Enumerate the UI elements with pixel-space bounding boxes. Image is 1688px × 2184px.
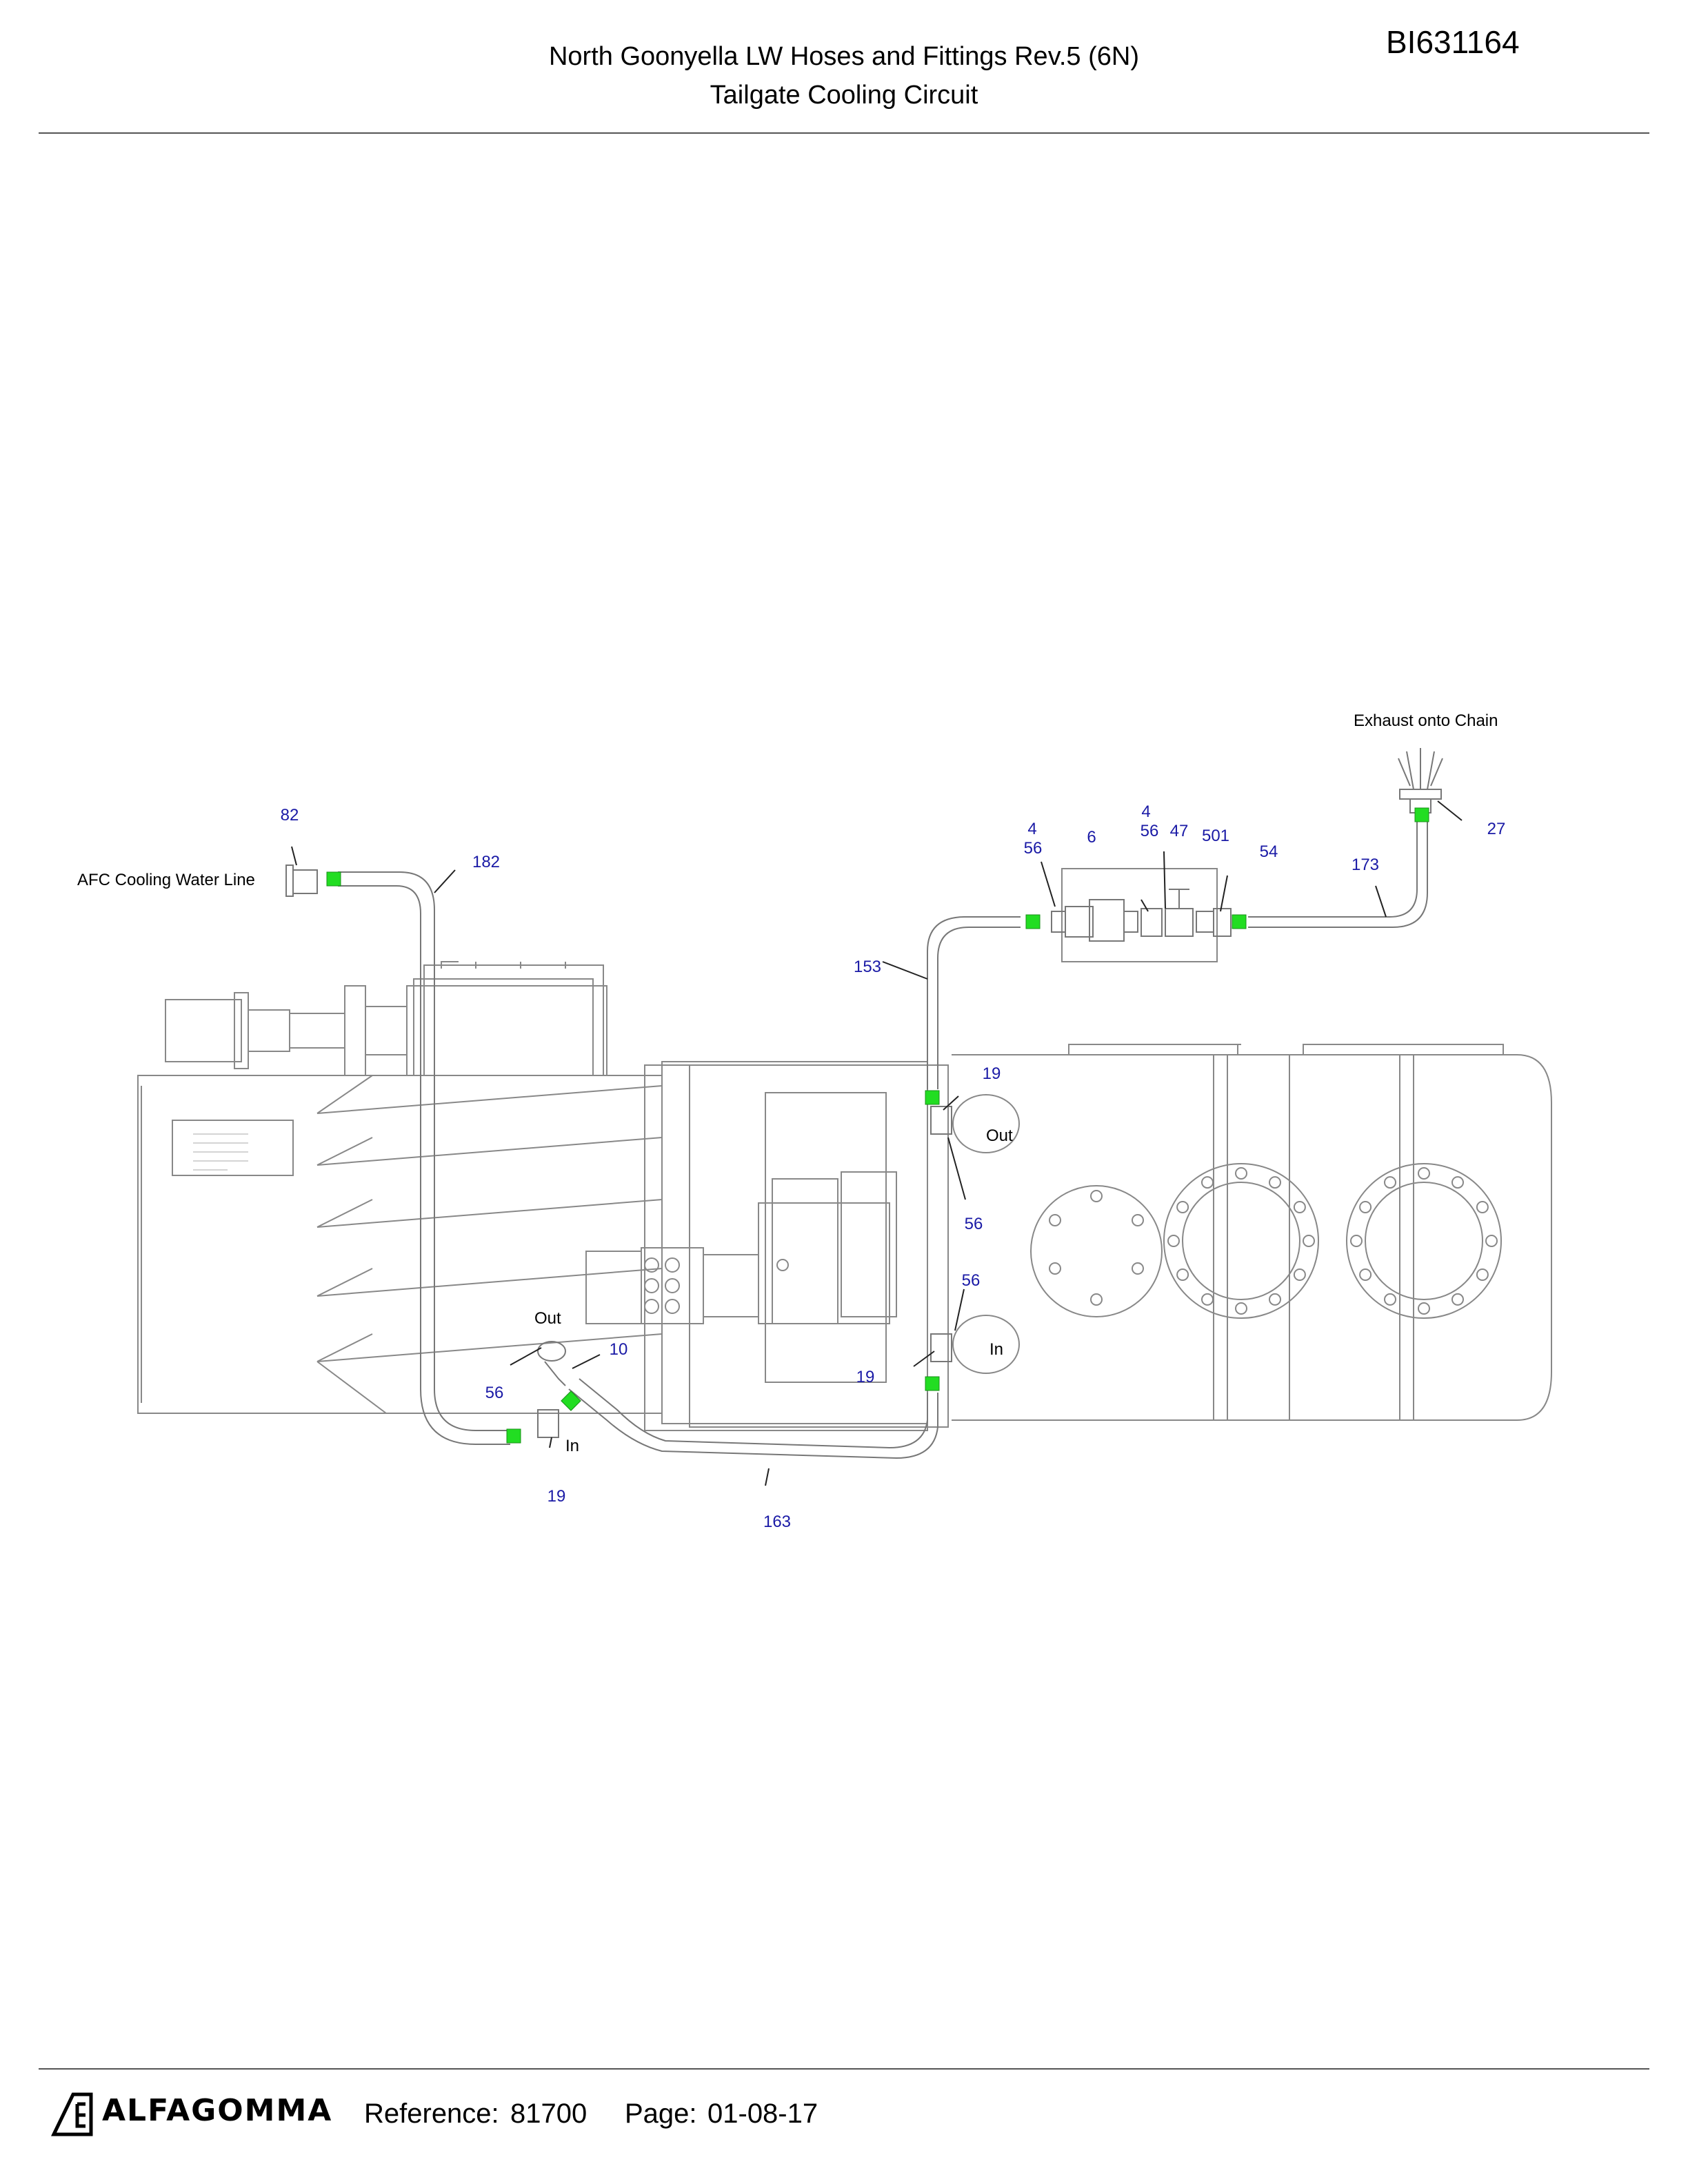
callout-56a: 56 xyxy=(1024,839,1043,858)
leader-lines xyxy=(291,800,1463,1486)
callout-173: 173 xyxy=(1352,856,1379,874)
document-title: North Goonyella LW Hoses and Fittings Re… xyxy=(548,42,1140,71)
callout-153: 153 xyxy=(854,958,881,976)
flange-bolt xyxy=(1359,1268,1372,1281)
flange-bolt xyxy=(1303,1235,1315,1247)
callout-4b: 4 xyxy=(1141,802,1150,821)
callout-56b: 56 xyxy=(1141,822,1159,840)
alfagomma-logo-icon xyxy=(51,2092,93,2136)
flange-bolt xyxy=(1269,1293,1281,1306)
hose-182 xyxy=(338,871,510,1431)
brand-logo-text: ALFAGOMMA xyxy=(102,2093,333,2128)
callout-56e: 56 xyxy=(485,1384,504,1402)
out-right-label: Out xyxy=(986,1126,1013,1145)
flange-bolt xyxy=(1269,1176,1281,1189)
fitting-marker-27 xyxy=(1414,807,1429,822)
callout-19c: 19 xyxy=(547,1487,566,1506)
fitting-marker-4a xyxy=(1025,914,1041,929)
nameplate-lines xyxy=(193,1133,248,1171)
reference-label: Reference: xyxy=(364,2099,499,2129)
fitting-markers xyxy=(326,807,1429,1444)
hose-173 xyxy=(1248,813,1418,918)
circuit-title: Tailgate Cooling Circuit xyxy=(710,81,978,110)
flange-bolt xyxy=(1384,1293,1396,1306)
fitting-marker-54 xyxy=(1232,914,1247,929)
flange-bolt xyxy=(1476,1268,1489,1281)
flange-bolt xyxy=(1384,1176,1396,1189)
out-left-label: Out xyxy=(534,1309,561,1328)
in-left-label: In xyxy=(565,1437,579,1455)
callout-10: 10 xyxy=(610,1340,628,1359)
document-code: BI631164 xyxy=(1386,24,1520,60)
reference-value: 81700 xyxy=(510,2099,587,2129)
flange-bolt xyxy=(1235,1167,1247,1180)
callout-6: 6 xyxy=(1087,828,1096,847)
fitting-marker-82 xyxy=(326,871,341,887)
callout-27: 27 xyxy=(1487,820,1506,838)
flange-bolt xyxy=(1359,1201,1372,1213)
fitting-marker-19c xyxy=(506,1428,521,1444)
flange-bolt xyxy=(1418,1302,1430,1315)
hoses xyxy=(285,748,1443,1459)
fitting-marker-19a xyxy=(925,1090,940,1105)
flange-bolt xyxy=(1176,1268,1189,1281)
callout-19a: 19 xyxy=(983,1064,1001,1083)
flange-bolt xyxy=(1293,1201,1306,1213)
flange-bolt xyxy=(1451,1293,1464,1306)
in-right-label: In xyxy=(989,1340,1003,1359)
callout-47: 47 xyxy=(1170,822,1189,840)
flange-bolts xyxy=(1167,1167,1498,1315)
exhaust-label: Exhaust onto Chain xyxy=(1354,711,1498,730)
callout-56c: 56 xyxy=(965,1215,983,1233)
flange-bolt xyxy=(1176,1201,1189,1213)
callout-4a: 4 xyxy=(1027,820,1036,838)
flange-bolt xyxy=(1476,1201,1489,1213)
hose-153 xyxy=(927,916,1021,1089)
callout-501: 501 xyxy=(1202,827,1229,845)
page-label: Page: xyxy=(625,2099,697,2129)
flange-bolt xyxy=(1167,1235,1180,1247)
flange-bolt xyxy=(1451,1176,1464,1189)
callout-182: 182 xyxy=(472,853,500,871)
callout-19b: 19 xyxy=(856,1368,875,1386)
flange-bolt xyxy=(1201,1293,1214,1306)
flange-bolt xyxy=(1350,1235,1363,1247)
afc-cooling-water-line-label: AFC Cooling Water Line xyxy=(77,871,255,889)
flange-bolt xyxy=(1485,1235,1498,1247)
fitting-marker-19b xyxy=(925,1376,940,1391)
page-value: 01-08-17 xyxy=(707,2099,818,2129)
fitting-marker-10 xyxy=(561,1391,581,1411)
flange-bolt xyxy=(1235,1302,1247,1315)
hose-163 xyxy=(568,1388,938,1459)
callout-163: 163 xyxy=(763,1513,791,1531)
callout-56d: 56 xyxy=(962,1271,981,1290)
callout-54: 54 xyxy=(1260,842,1278,861)
flange-bolt xyxy=(1293,1268,1306,1281)
flange-bolt xyxy=(1418,1167,1430,1180)
footer-divider xyxy=(39,2068,1649,2070)
callout-82: 82 xyxy=(281,806,299,825)
flange-bolt xyxy=(1201,1176,1214,1189)
header-divider xyxy=(39,132,1649,134)
machine-outline xyxy=(137,868,1552,1431)
